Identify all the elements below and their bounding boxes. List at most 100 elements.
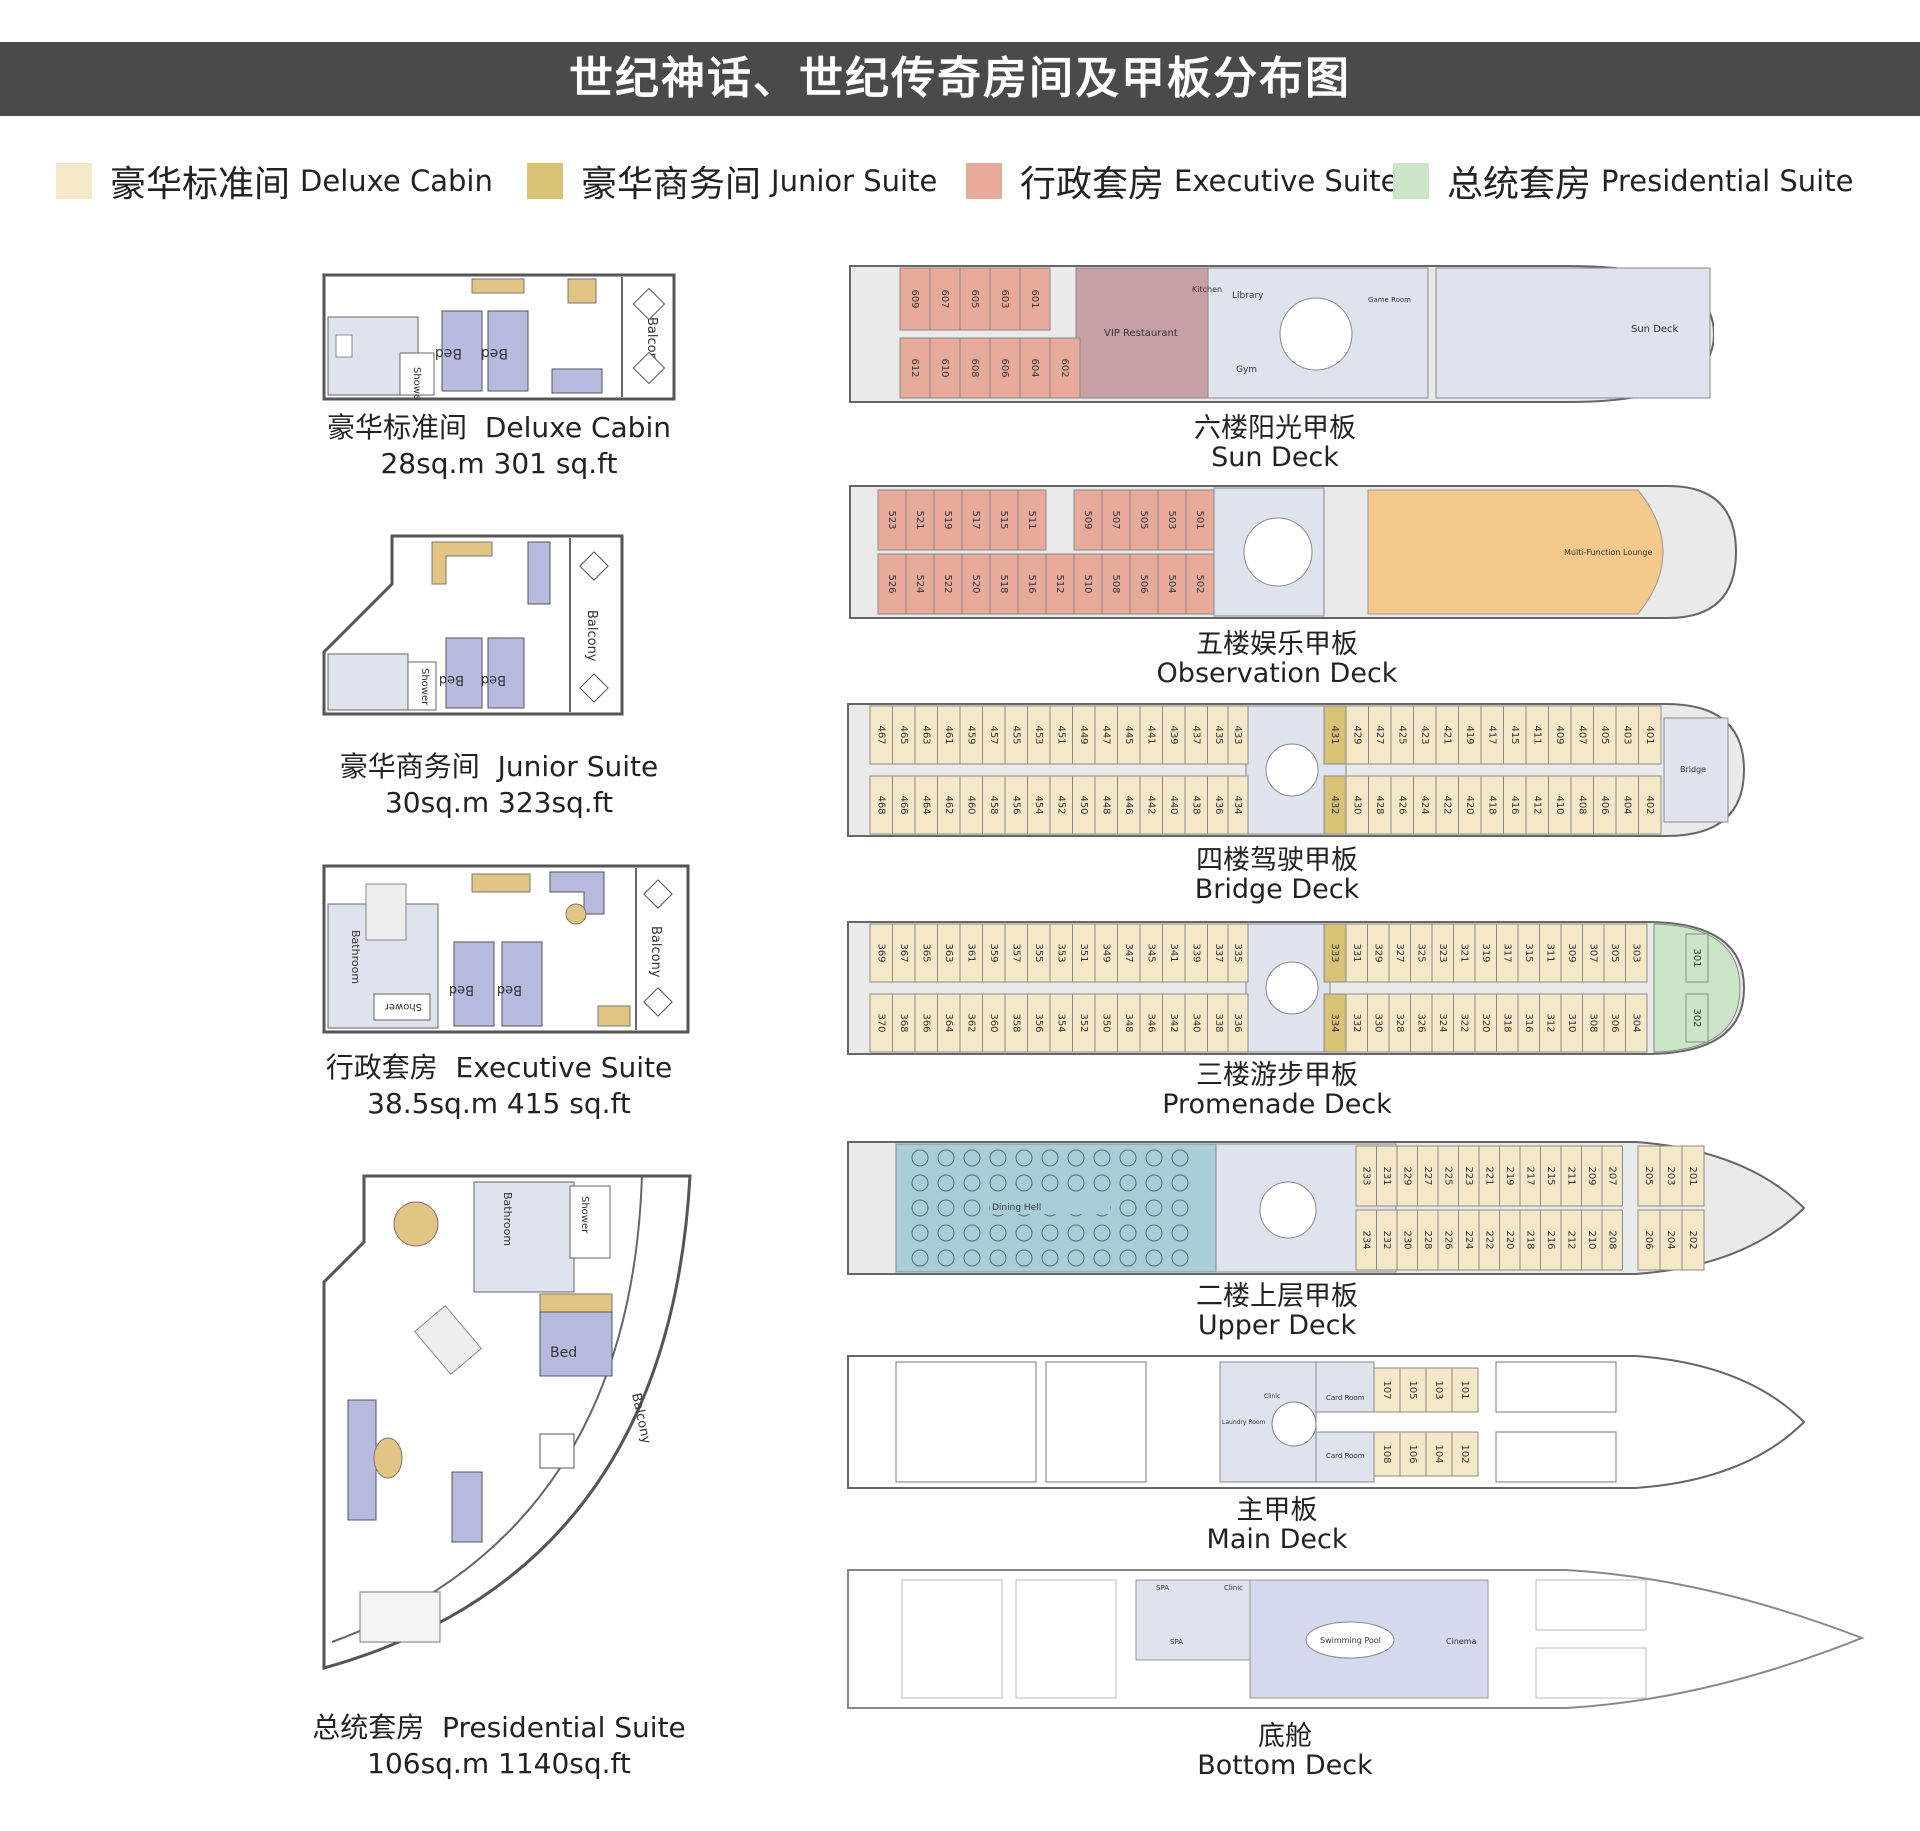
room-number: 603 xyxy=(999,289,1010,308)
deck-en: Bridge Deck xyxy=(1194,874,1360,905)
room-number: 366 xyxy=(920,1013,931,1032)
room-number: 101 xyxy=(1459,1380,1470,1399)
table-icon xyxy=(937,1249,955,1267)
shower-label: Shower xyxy=(579,1196,590,1234)
deck-en: Bottom Deck xyxy=(1197,1750,1373,1781)
room-number: 606 xyxy=(999,358,1010,377)
table-icon xyxy=(989,1174,1007,1192)
cabin-304 xyxy=(1625,993,1648,1053)
room-number: 228 xyxy=(1422,1230,1433,1249)
cabin-516 xyxy=(1017,553,1047,615)
room-number: 202 xyxy=(1687,1230,1698,1249)
table-icon xyxy=(911,1149,929,1167)
area-gym: Gym xyxy=(1236,365,1257,375)
table-icon xyxy=(1015,1249,1033,1267)
table-icon xyxy=(1171,1224,1189,1242)
room-number: 306 xyxy=(1609,1013,1620,1032)
table-icon xyxy=(937,1174,955,1192)
cabin-401 xyxy=(1638,705,1662,765)
room-number: 234 xyxy=(1360,1230,1371,1249)
presidential-suite-caption: 总统套房 Presidential Suite 106sq.m 1140sq.f… xyxy=(297,1710,701,1782)
bed-label: Bed xyxy=(550,1345,577,1361)
cabin-604 xyxy=(1019,337,1051,399)
room-number: 315 xyxy=(1523,943,1534,962)
deck-zh: 五楼娱乐甲板 xyxy=(1196,629,1358,660)
room-number: 233 xyxy=(1360,1166,1371,1185)
room-number: 362 xyxy=(965,1013,976,1032)
room-number: 601 xyxy=(1029,289,1040,308)
room-number: 419 xyxy=(1464,725,1475,744)
table-icon xyxy=(989,1249,1007,1267)
balcony-label: Balcony xyxy=(648,926,663,978)
table-icon xyxy=(1041,1174,1059,1192)
room-number: 307 xyxy=(1587,943,1598,962)
room-number: 442 xyxy=(1145,795,1156,814)
room-number: 456 xyxy=(1010,795,1021,814)
room-number: 225 xyxy=(1442,1166,1453,1185)
deck-zh: 六楼阳光甲板 xyxy=(1194,413,1356,444)
deck-en: Observation Deck xyxy=(1156,658,1398,689)
cabin-zh: 行政套房 xyxy=(325,1051,438,1084)
legend-deluxe-en: Deluxe Cabin xyxy=(300,164,493,198)
legend-executive-zh: 行政套房 xyxy=(1020,164,1165,205)
cabin-610 xyxy=(929,337,961,399)
room-number: 436 xyxy=(1213,795,1224,814)
room-number: 512 xyxy=(1054,574,1065,593)
table-icon xyxy=(1145,1249,1163,1267)
room-number: 501 xyxy=(1194,510,1205,529)
legend-junior-en: Junior Suite xyxy=(771,164,938,198)
room-number: 224 xyxy=(1463,1230,1474,1249)
cabin-202 xyxy=(1681,1209,1705,1271)
cabin-size: 30sq.m 323sq.ft xyxy=(384,786,614,819)
room-number: 361 xyxy=(965,943,976,962)
room-number: 425 xyxy=(1396,725,1407,744)
bed-label: Bed xyxy=(481,672,506,687)
bottom-deck-caption: 底舱 Bottom Deck xyxy=(1085,1722,1485,1780)
room-number: 203 xyxy=(1665,1166,1676,1185)
bed-label: Bed xyxy=(449,982,474,997)
cabin-207 xyxy=(1601,1145,1623,1207)
area-spa: SPA xyxy=(1156,1584,1169,1592)
room-number: 358 xyxy=(1010,1013,1021,1032)
room-number: 526 xyxy=(886,574,897,593)
room-number: 440 xyxy=(1168,795,1179,814)
room-number: 231 xyxy=(1381,1166,1392,1185)
area-vip-restaurant: VIP Restaurant xyxy=(1104,328,1178,339)
cabin-505 xyxy=(1129,489,1159,551)
room-number: 342 xyxy=(1168,1013,1179,1032)
room-number: 458 xyxy=(988,795,999,814)
cabin-102 xyxy=(1451,1431,1479,1477)
table-icon xyxy=(1145,1174,1163,1192)
room-number: 330 xyxy=(1372,1013,1383,1032)
room-number: 211 xyxy=(1565,1166,1576,1185)
room-number: 355 xyxy=(1033,943,1044,962)
cabin-105 xyxy=(1399,1367,1427,1413)
room-number: 439 xyxy=(1168,725,1179,744)
deck-en: Sun Deck xyxy=(1211,442,1339,473)
table-icon xyxy=(1171,1174,1189,1192)
room-number: 523 xyxy=(886,510,897,529)
cabin-en: Executive Suite xyxy=(455,1051,673,1084)
room-number: 332 xyxy=(1351,1013,1362,1032)
deck-en: Promenade Deck xyxy=(1162,1089,1392,1120)
room-number: 368 xyxy=(898,1013,909,1032)
sun-deck-caption: 六楼阳光甲板 Sun Deck xyxy=(1075,414,1475,472)
room-number: 208 xyxy=(1606,1230,1617,1249)
room-number: 222 xyxy=(1483,1230,1494,1249)
table-icon xyxy=(989,1224,1007,1242)
cabin-506 xyxy=(1129,553,1159,615)
area-clinic: Clinic xyxy=(1264,1393,1280,1400)
cabin-511 xyxy=(1017,489,1047,551)
room-number: 365 xyxy=(920,943,931,962)
room-number: 431 xyxy=(1329,725,1340,744)
room-number: 334 xyxy=(1329,1013,1340,1032)
table-icon xyxy=(911,1174,929,1192)
room-number: 426 xyxy=(1396,795,1407,814)
legend-junior-zh: 豪华商务间 xyxy=(581,164,762,205)
cabin-519 xyxy=(933,489,963,551)
